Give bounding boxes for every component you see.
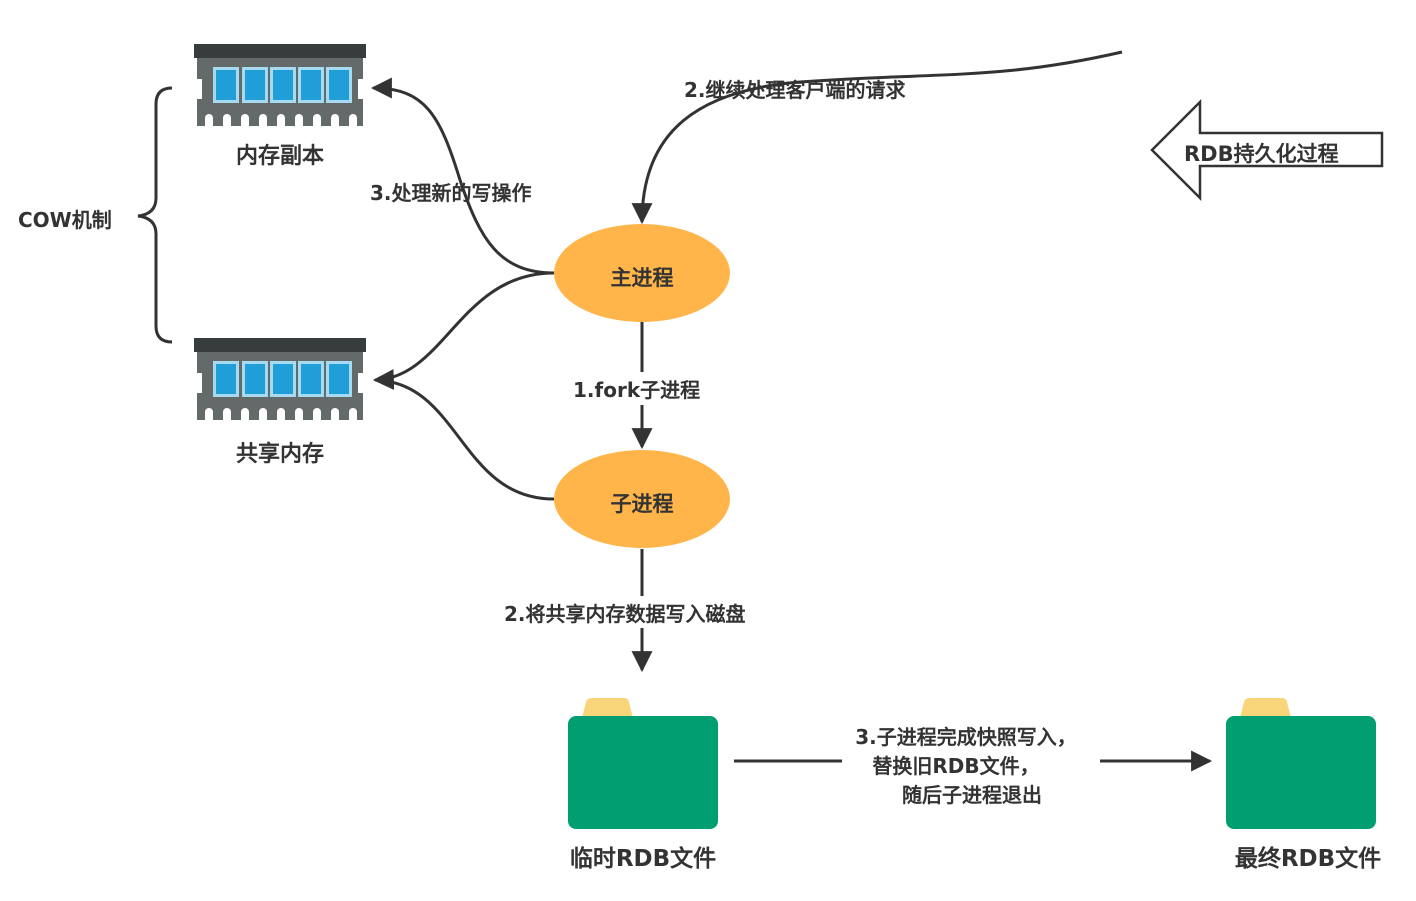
continue-requests-label: 2.继续处理客户端的请求 (684, 78, 907, 102)
main-process-shape (554, 224, 730, 322)
rdb-process-arrow: RDB持久化过程 (1150, 98, 1384, 202)
final-rdb-label: 最终RDB文件 (1235, 845, 1381, 872)
main-process-node: 主进程 (554, 224, 730, 322)
final-rdb-node: 最终RDB文件 (1226, 698, 1381, 872)
memory-copy-node: 内存副本 (194, 44, 366, 169)
folder-icon (568, 698, 718, 829)
child-process-label: 子进程 (611, 492, 674, 516)
shared-memory-node: 共享内存 (194, 338, 366, 467)
rdb-process-label: RDB持久化过程 (1184, 142, 1339, 166)
memory-copy-label: 内存副本 (236, 143, 324, 169)
child-process-shape (554, 450, 730, 548)
edge-child-to-shared (374, 378, 555, 501)
fork-label: 1.fork子进程 (573, 378, 700, 402)
ram-icon (194, 338, 366, 420)
edge-continue-requests (631, 50, 1123, 225)
cow-label: COW机制 (18, 208, 112, 232)
shared-memory-label: 共享内存 (236, 441, 324, 467)
finish-label-line-3: 随后子进程退出 (902, 783, 1042, 807)
finish-label-line-2: 替换旧RDB文件， (872, 754, 1039, 778)
finish-label-line-1: 3.子进程完成快照写入， (855, 725, 1077, 749)
child-process-node: 子进程 (554, 450, 730, 548)
main-process-label: 主进程 (611, 266, 674, 290)
edge-handle-writes (370, 77, 555, 275)
temp-rdb-label: 临时RDB文件 (570, 845, 716, 872)
edge-main-to-shared (372, 271, 555, 390)
cow-brace: COW机制 (18, 86, 173, 344)
left-arrow-icon (1150, 98, 1384, 202)
brace-icon (137, 86, 173, 344)
write-disk-label: 2.将共享内存数据写入磁盘 (504, 602, 746, 626)
ram-icon (194, 44, 366, 126)
folder-icon (1226, 698, 1376, 829)
handle-writes-label: 3.处理新的写操作 (370, 181, 532, 205)
temp-rdb-node: 临时RDB文件 (568, 698, 718, 872)
